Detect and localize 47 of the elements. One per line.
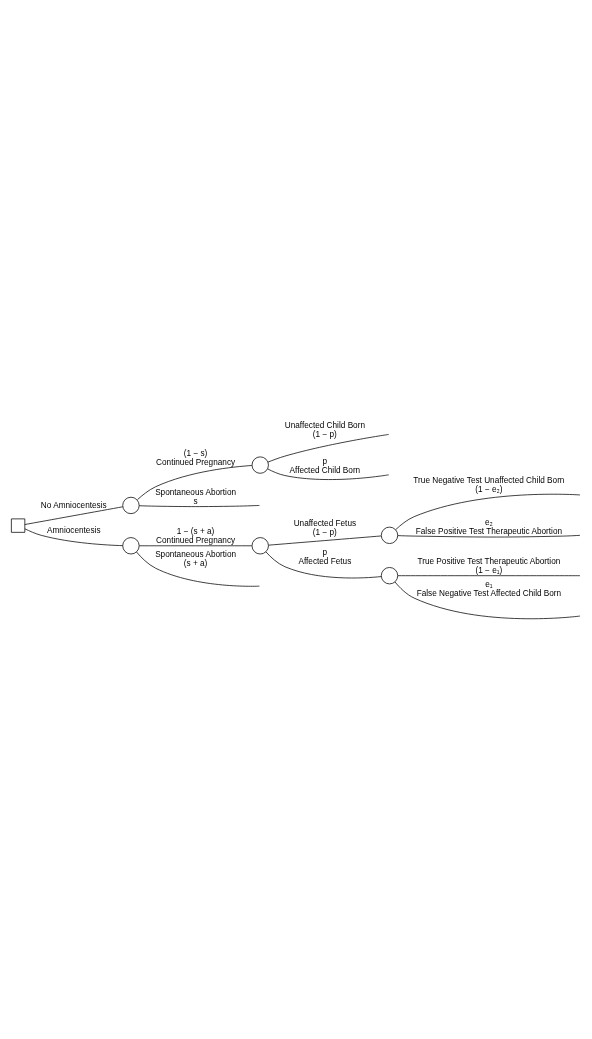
node-box [11,518,26,533]
edge-label: No Amniocentesis [40,500,107,510]
edge-label: Unaffected Child Born [284,420,366,430]
connector [268,535,382,546]
edge-label: False Negative Test Affected Child Born [416,588,562,598]
edge-label: Spontaneous Abortion [155,487,237,497]
edge-label: Unaffected Fetus [293,518,357,528]
edge-label: Amniocentesis [47,525,101,535]
connector [138,504,260,507]
node-circle [380,526,399,544]
edge-label: (1 − p) [312,527,337,537]
edge-label: False Positive Test Therapeutic Abortion [415,526,563,536]
connector [397,534,581,537]
connector [397,574,581,576]
edge-label: e₁ [485,579,493,589]
connector [137,464,253,500]
connector [24,527,124,546]
edge-label: (1 − e₁) [475,565,503,575]
connector [394,581,581,619]
connector [267,433,390,462]
edge-label: True Positive Test Therapeutic Abortion [417,556,561,566]
node-circle [251,536,269,554]
connector [395,493,581,530]
edge-label: (1 − s) [183,448,208,458]
edge-label: p [322,547,328,557]
edge-label: Spontaneous Abortion [155,549,237,559]
connector [138,544,253,546]
node-circle [380,566,399,584]
node-circle [122,496,140,514]
edge-label: (s + a) [183,558,208,568]
connector [265,551,382,578]
edge-label: Continued Pregnancy [156,457,236,467]
edge-label: Affected Fetus [298,556,352,566]
connector [267,468,390,480]
edge-label: (1 − e₂) [475,484,503,494]
edge-label: s [193,496,198,506]
node-circle [251,456,269,474]
edge-label: (1 − p) [312,429,337,439]
edge-label: 1 − (s + a) [176,526,215,536]
edge-label: Continued Pregnancy [156,535,236,545]
connector [136,551,260,587]
edge-label: p [322,456,328,466]
edge-label: e₂ [485,517,493,527]
node-circle [122,536,140,554]
edge-label: Affected Child Born [289,465,361,475]
edge-label: True Negative Test Unaffected Child Born [413,475,565,485]
connector [24,505,124,525]
